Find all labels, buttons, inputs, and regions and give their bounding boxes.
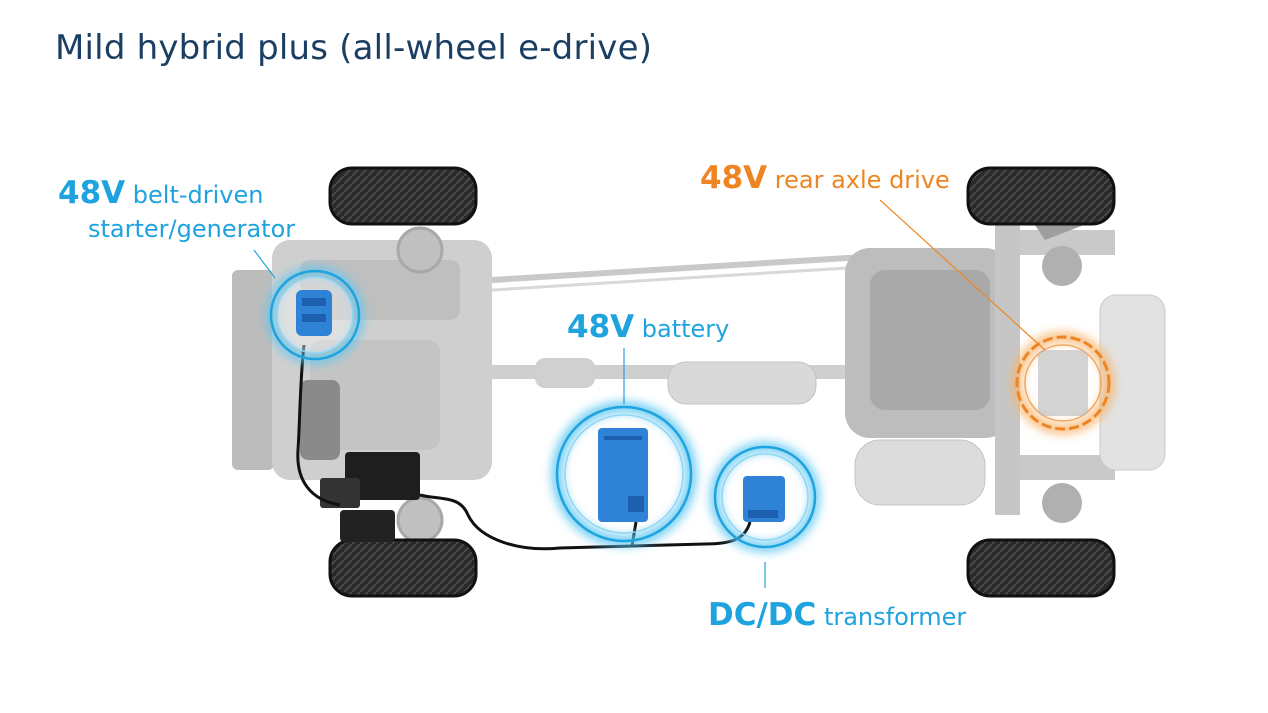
rear-axle-drive-highlight bbox=[1012, 332, 1114, 434]
starter-generator-highlight bbox=[267, 267, 363, 363]
label-battery-text: battery bbox=[641, 315, 730, 343]
wheel-rear-right bbox=[966, 538, 1116, 598]
label-battery: 48V battery bbox=[567, 312, 729, 345]
wheel-front-left bbox=[328, 166, 478, 226]
label-rear-text: rear axle drive bbox=[774, 166, 950, 194]
label-dcdc-text: transformer bbox=[823, 603, 967, 631]
label-dcdc: DC/DC transformer bbox=[708, 600, 966, 633]
label-battery-voltage: 48V bbox=[567, 309, 635, 345]
electronics-box bbox=[320, 452, 420, 542]
drive-shaft bbox=[459, 253, 881, 294]
label-starter-text1: belt-driven bbox=[132, 181, 264, 209]
label-starter-voltage: 48V bbox=[58, 175, 126, 211]
label-rear-voltage: 48V bbox=[700, 160, 768, 196]
wheel-front-right bbox=[328, 538, 478, 598]
leader-lines bbox=[253, 199, 1046, 588]
label-rear-axle-drive: 48V rear axle drive bbox=[700, 163, 950, 196]
page-title: Mild hybrid plus (all-wheel e-drive) bbox=[55, 28, 653, 68]
wheel-rear-left bbox=[966, 166, 1116, 226]
battery-highlight bbox=[552, 402, 696, 546]
label-starter-text2: starter/generator bbox=[88, 215, 296, 243]
label-dcdc-strong: DC/DC bbox=[708, 597, 817, 633]
dcdc-highlight bbox=[710, 442, 820, 552]
label-starter-generator: 48V belt-driven bbox=[58, 178, 263, 211]
